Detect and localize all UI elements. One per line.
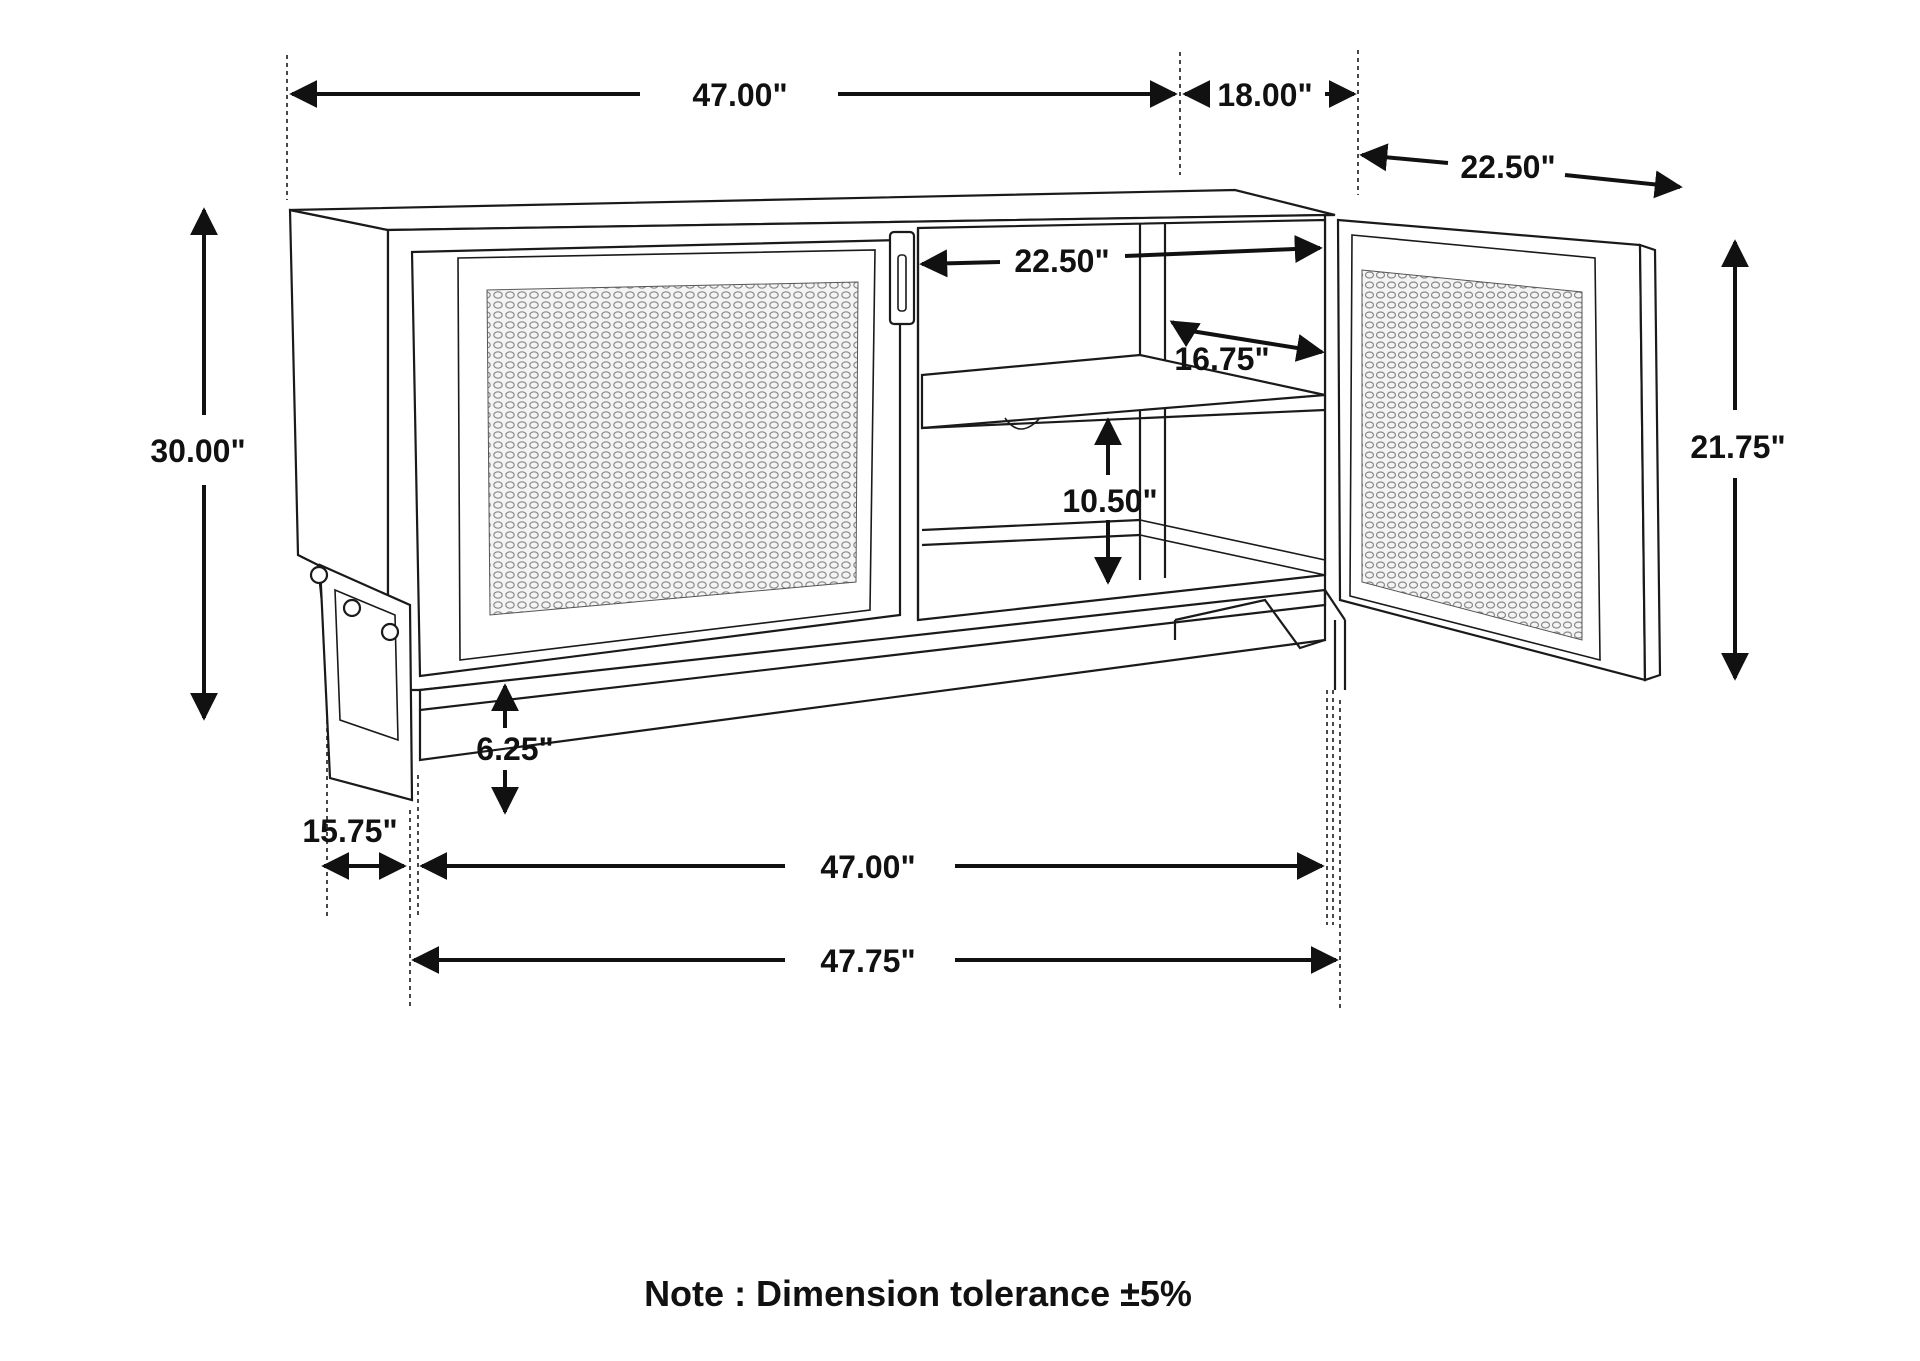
base-width-label: 47.00" [820,849,915,885]
door-handle-grip [897,254,907,312]
dimension-lines [190,80,1749,974]
base-depth-label: 15.75" [302,813,397,849]
door-width-label: 22.50" [1460,149,1555,185]
interior-width-arrow-right [1124,235,1323,264]
interior-shelf [920,353,1326,430]
cabinet-top [289,188,1336,232]
interior-depth-label: 16.75" [1174,341,1269,377]
left-door-inner-frame [457,249,876,661]
shelf-height-label: 10.50" [1062,483,1157,519]
top-depth-label: 18.00" [1217,77,1312,113]
bolt-icon [380,622,400,642]
bolt-icon [342,598,362,618]
door-width-arrow-right [1564,170,1683,199]
interior-width-arrow-left [919,249,1001,278]
extension-lines [286,50,1359,1010]
overall-height-label: 30.00" [150,433,245,469]
bolt-icon [309,565,329,585]
cabinet-drawing [288,188,1662,802]
base-clearance-label: 6.25" [476,731,553,767]
interior-width-label: 22.50" [1014,243,1109,279]
right-door-cane-panel [1361,269,1583,641]
dimension-labels: 47.00" 18.00" 22.50" 22.50" 16.75" 30.00… [150,77,1785,979]
top-width-label: 47.00" [692,77,787,113]
base-frame [418,590,1327,762]
left-leg-frame [309,563,414,802]
interior-depth-arrow [1169,320,1201,348]
tolerance-note: Note : Dimension tolerance ±5% [644,1273,1192,1314]
overall-width-label: 47.75" [820,943,915,979]
left-door-cane-panel [486,281,859,616]
door-height-label: 21.75" [1690,429,1785,465]
door-handle [888,230,916,326]
door-width-arrow-left [1359,143,1449,172]
